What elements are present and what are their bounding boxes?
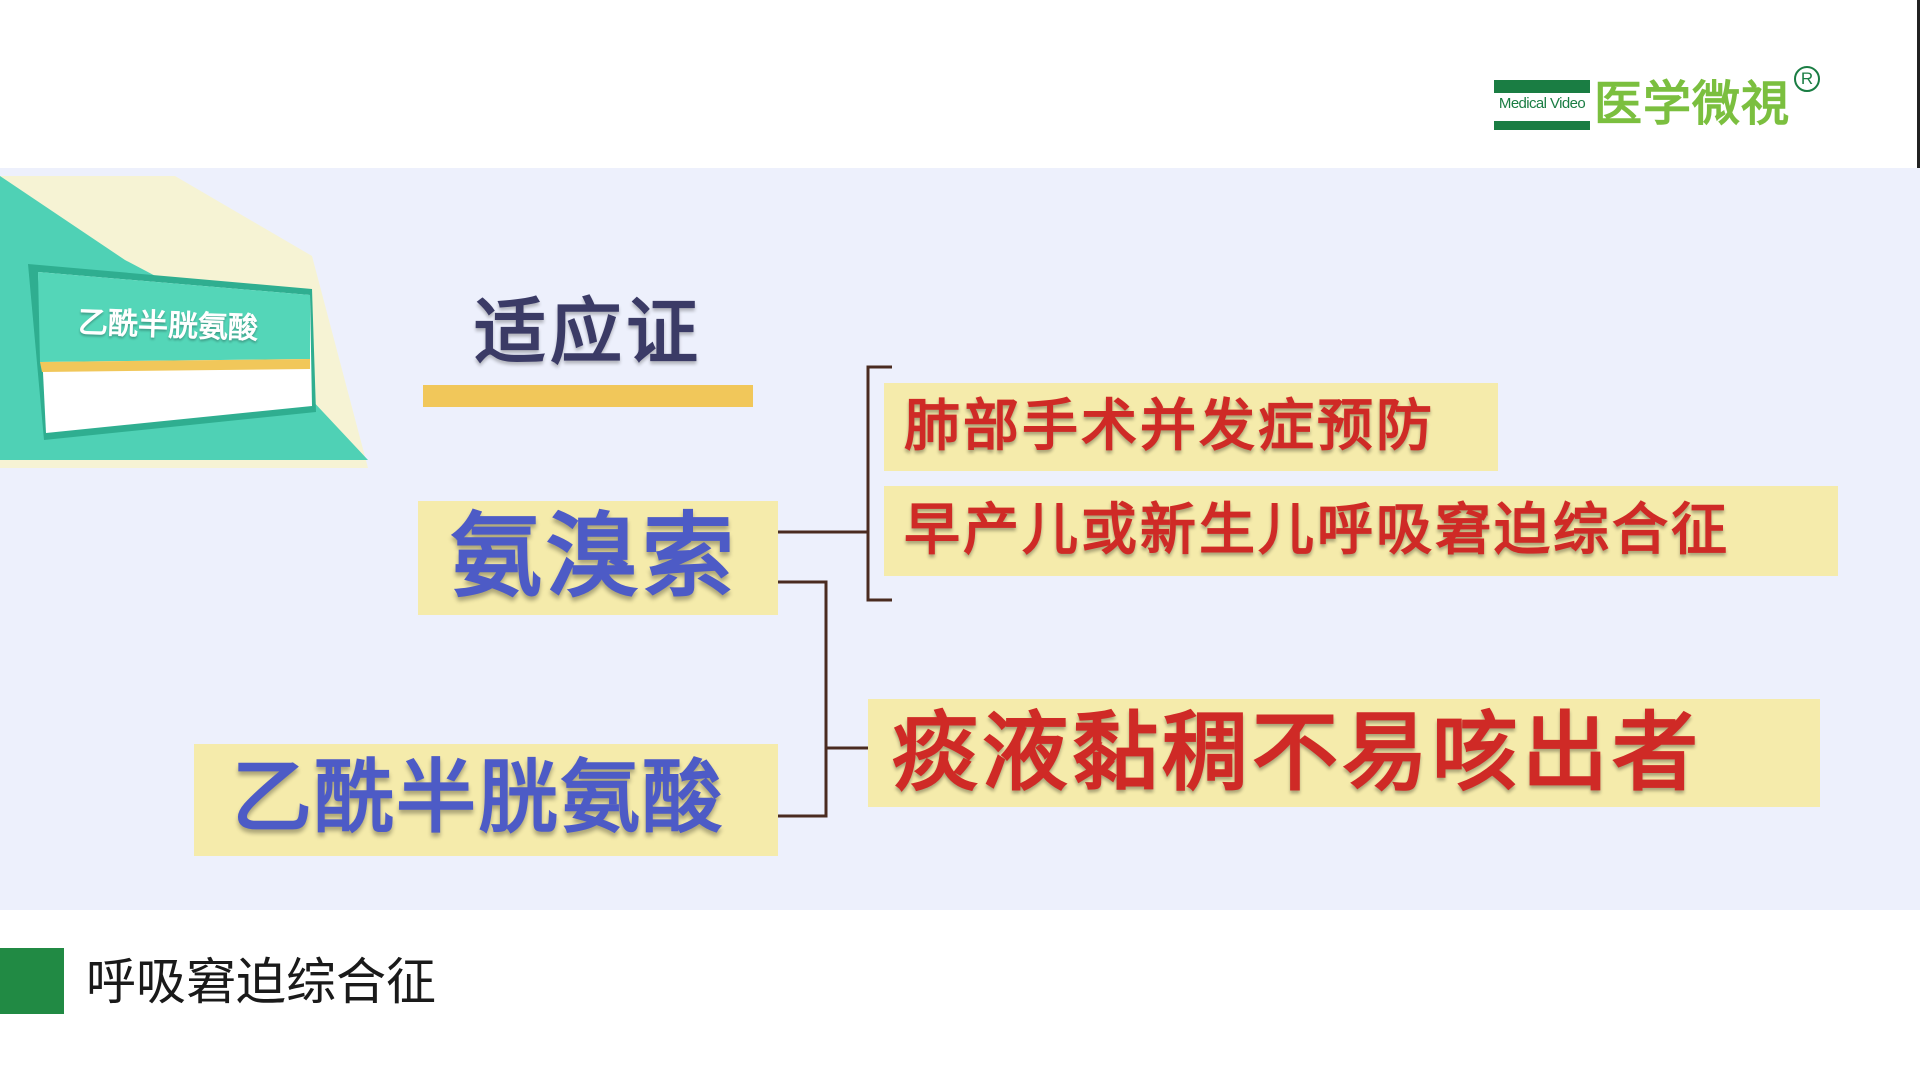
logo-box: Medical Video (1494, 80, 1590, 130)
box-band (38, 272, 310, 362)
caption-bar: 呼吸窘迫综合征 (0, 910, 1920, 1080)
drug2-highlight (194, 744, 778, 856)
logo-english-label: Medical Video (1498, 95, 1586, 112)
frame-edge (1917, 0, 1920, 168)
indication-neonatal-rds: 早产儿或新生儿呼吸窘迫综合征 (904, 498, 1730, 563)
logo-chinese-name: 医学微視 (1594, 76, 1791, 132)
drug-acetylcysteine: 乙酰半胱氨酸 (232, 751, 724, 844)
slide-title: 适应证 (474, 290, 703, 374)
title-underline (423, 385, 753, 407)
brand-logo: Medical Video 医学微視 R (1494, 66, 1821, 132)
drug1-highlight (418, 501, 778, 615)
indication-lung-surgery: 肺部手术并发症预防 (904, 394, 1435, 459)
indication1-highlight (884, 383, 1498, 471)
indication3-highlight (868, 699, 1820, 807)
drug-group-connector (778, 580, 828, 818)
medicine-box-illustration (0, 176, 368, 468)
registered-trademark-icon: R (1794, 66, 1821, 92)
indication2-highlight (884, 486, 1838, 576)
drug-ambroxol: 氨溴索 (450, 503, 739, 610)
caption-marker (0, 948, 64, 1014)
caption-text: 呼吸窘迫综合征 (86, 953, 436, 1011)
indication-viscous-sputum: 痰液黏稠不易咳出者 (892, 703, 1702, 803)
box-stripe (40, 359, 310, 372)
bracket-line (866, 365, 892, 602)
slide-canvas: 乙酰半胱氨酸 适应证 氨溴索 乙酰半胱氨酸 肺部手术并发症预防 早产儿或新生儿呼… (0, 168, 1920, 910)
connector-lines (778, 365, 892, 818)
header: Medical Video 医学微視 R (0, 0, 1920, 168)
